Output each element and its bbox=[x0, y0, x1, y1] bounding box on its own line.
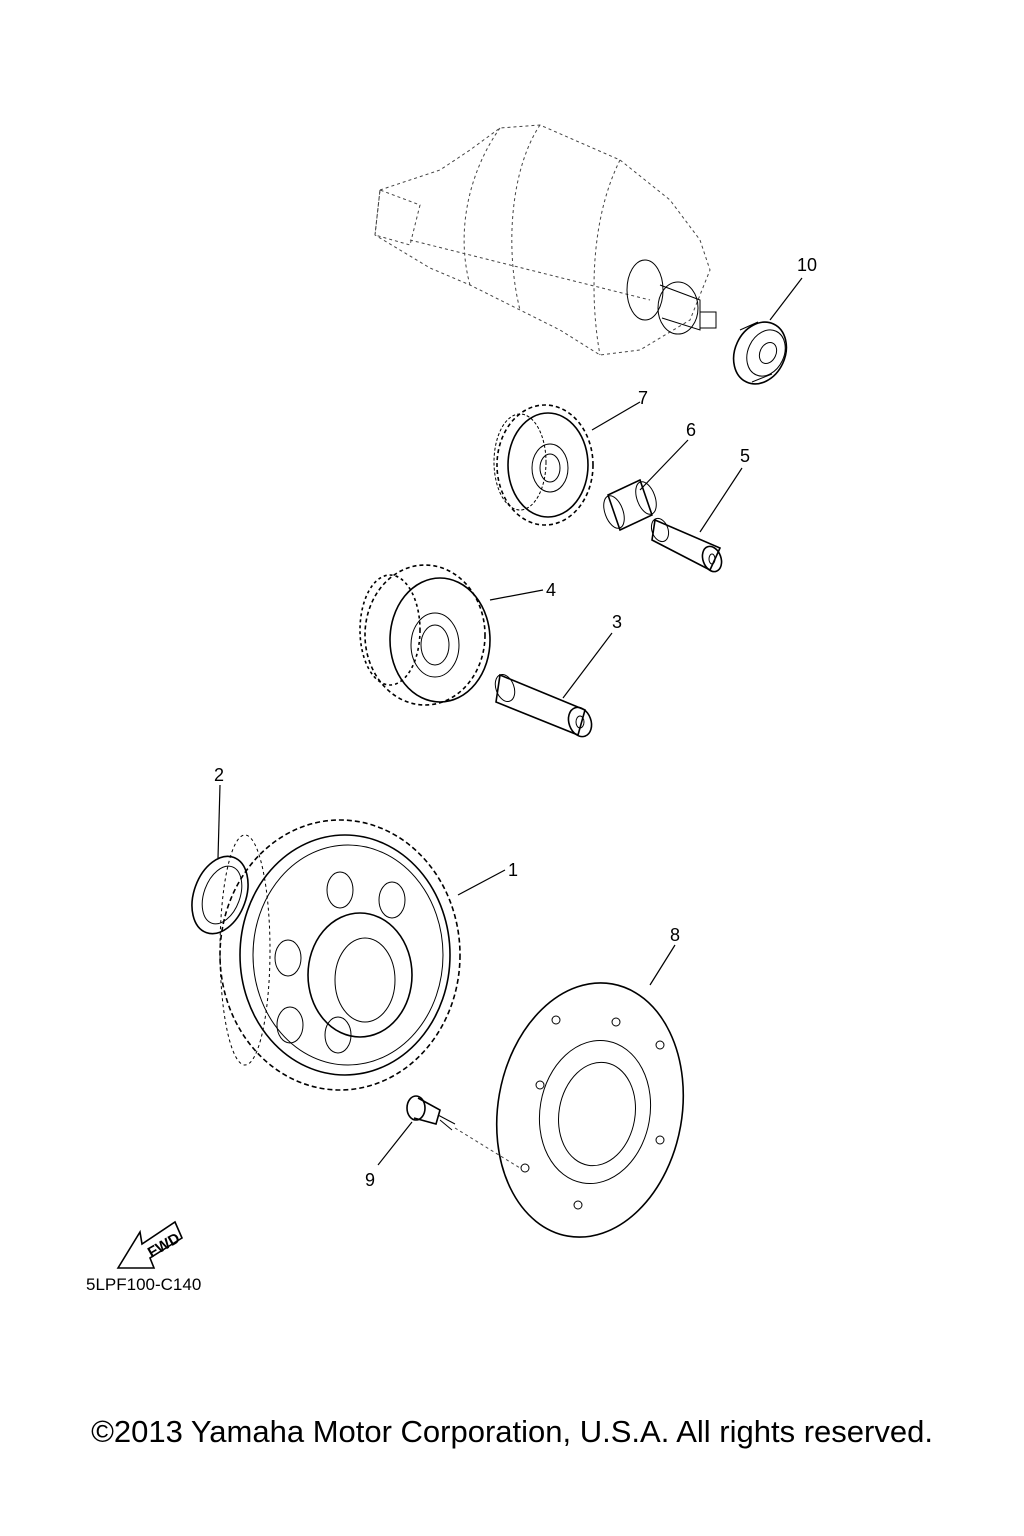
callout-labels: 10 7 6 5 4 3 2 1 8 9 bbox=[214, 255, 817, 1190]
callout-8: 8 bbox=[670, 925, 680, 945]
part-4-double-gear bbox=[359, 564, 491, 706]
starter-motor-illustration bbox=[374, 124, 717, 356]
callout-10: 10 bbox=[797, 255, 817, 275]
part-8-starter-clutch bbox=[495, 982, 685, 1238]
fwd-label: FWD bbox=[145, 1230, 183, 1262]
callout-6: 6 bbox=[686, 420, 696, 440]
callout-1: 1 bbox=[508, 860, 518, 880]
part-5-shaft bbox=[650, 517, 723, 573]
callout-4: 4 bbox=[546, 580, 556, 600]
callout-7: 7 bbox=[638, 388, 648, 408]
part-10-bearing bbox=[732, 321, 788, 385]
part-7-idler-gear bbox=[493, 404, 594, 526]
part-2-washer bbox=[191, 855, 249, 935]
callout-2: 2 bbox=[214, 765, 224, 785]
callout-5: 5 bbox=[740, 446, 750, 466]
part-6-needle-bearing bbox=[603, 478, 657, 532]
leader-lines bbox=[217, 277, 803, 1166]
copyright-notice: ©2013 Yamaha Motor Corporation, U.S.A. A… bbox=[91, 1414, 933, 1449]
part-3-shaft bbox=[494, 673, 593, 738]
part-9-bolt bbox=[406, 1095, 521, 1169]
callout-9: 9 bbox=[365, 1170, 375, 1190]
diagram-code: 5LPF100-C140 bbox=[86, 1275, 201, 1294]
part-1-wheel-gear bbox=[219, 819, 461, 1091]
fwd-arrow: FWD bbox=[116, 1220, 183, 1269]
callout-3: 3 bbox=[612, 612, 622, 632]
